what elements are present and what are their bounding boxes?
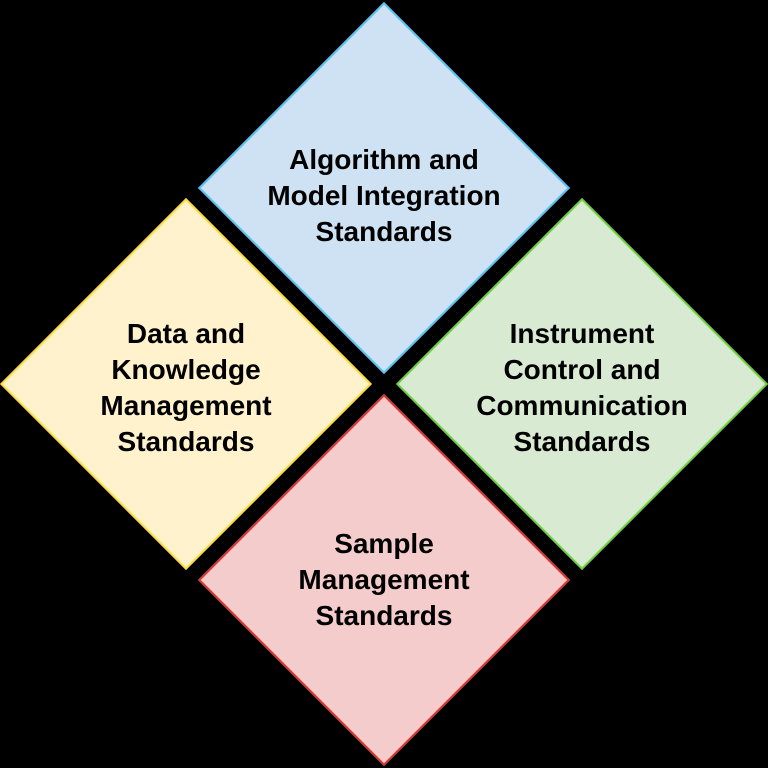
diamond-right-label: Instrument Control and Communication Sta… xyxy=(476,318,688,457)
diamond-left-label: Data and Knowledge Management Standards xyxy=(100,318,272,457)
diamond-bottom-label: Sample Management Standards xyxy=(298,528,470,631)
diamond-top-label: Algorithm and Model Integration Standard… xyxy=(267,144,501,247)
